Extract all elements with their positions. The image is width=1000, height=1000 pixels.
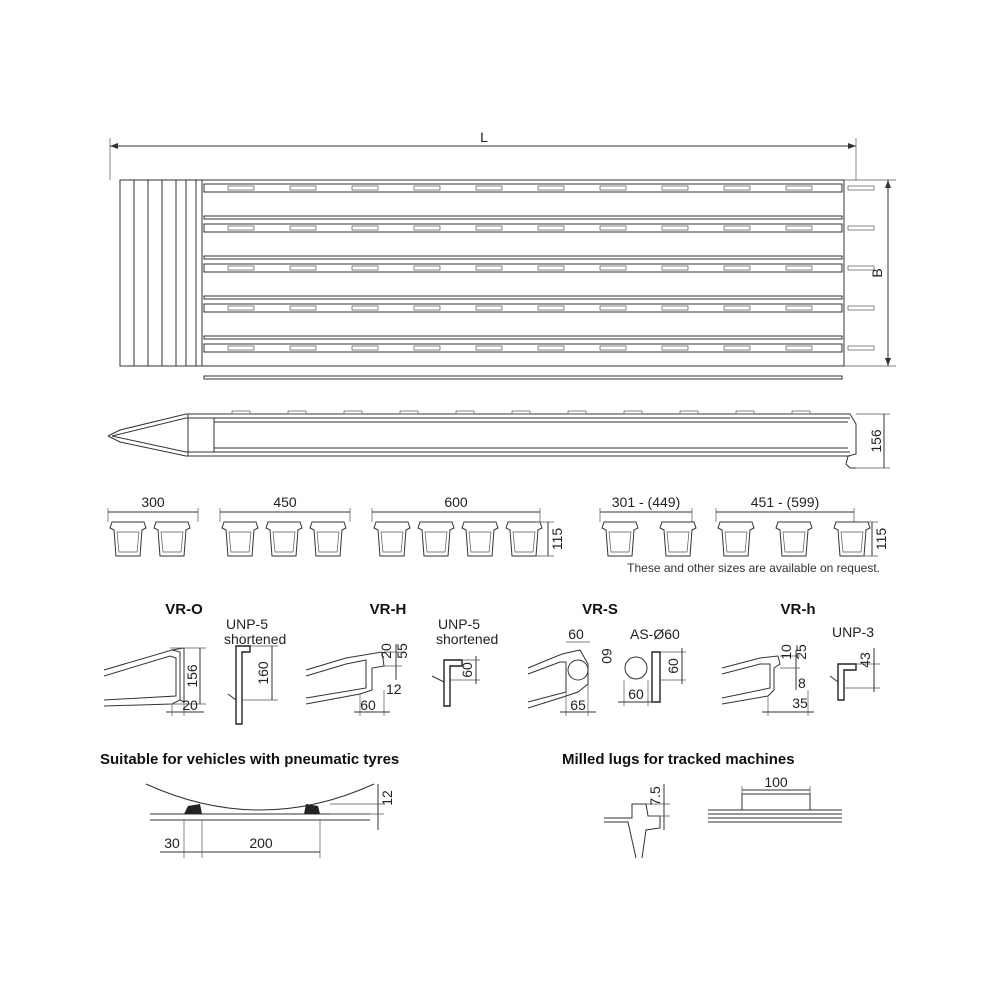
width-label: B — [869, 268, 885, 277]
pneumatic-tyres-detail: Suitable for vehicles with pneumatic tyr… — [100, 751, 399, 858]
cross-section: 450 — [219, 494, 351, 557]
ramp-rungs — [203, 183, 875, 380]
tyre-lug-left — [184, 804, 202, 814]
section-height-dimension: 115 — [860, 521, 889, 557]
profile-vr-h-dim-1: 20 — [378, 643, 394, 659]
side-lug — [623, 410, 643, 415]
pneumatic-title: Suitable for vehicles with pneumatic tyr… — [100, 751, 399, 768]
profile-vr-h-rail-label-2: shortened — [436, 631, 498, 647]
profile-vr-s-title: VR-S — [582, 601, 618, 618]
rung — [203, 343, 875, 380]
side-lug — [399, 410, 419, 415]
side-lug — [511, 410, 531, 415]
side-view: 156 — [107, 410, 890, 469]
profile-vr-s-dim-1: 60 — [568, 626, 584, 642]
profile-vr-h: VR-H UNP-5 shortened 20 55 12 60 60 — [305, 601, 498, 716]
side-lug — [455, 410, 475, 415]
length-label: L — [480, 129, 488, 145]
profile-vr-h-dim-rail: 60 — [459, 662, 475, 678]
rung — [203, 263, 875, 300]
profile-vr-h-small-dim-3: 8 — [798, 675, 806, 691]
profile-vr-s: VR-S AS-Ø60 60 60 65 60 60 — [527, 601, 686, 716]
pneumatic-dim-gap: 200 — [249, 835, 273, 851]
side-height-label: 156 — [868, 429, 884, 453]
side-lug — [287, 410, 307, 415]
profile-vr-s-dim-4: 60 — [628, 686, 644, 702]
tyre-curve — [145, 783, 375, 811]
cross-section: 600 — [371, 494, 543, 557]
lugs-dim-height: 7.5 — [647, 786, 663, 806]
profile-vr-s-dim-rail: 60 — [665, 658, 681, 674]
side-view-lugs — [231, 410, 811, 415]
lugs-dim-width: 100 — [764, 774, 788, 790]
width-cross-sections: 300 450 600 301 - (449) 451 - (599) 115 115 — [107, 494, 889, 557]
side-lug — [679, 410, 699, 415]
side-lug — [791, 410, 811, 415]
profile-vr-o-dim-rail: 160 — [255, 661, 271, 685]
rung — [203, 223, 875, 260]
side-lug — [231, 410, 251, 415]
section-height-label: 115 — [549, 528, 565, 551]
profile-vr-h-small-dim-1: 10 — [778, 644, 794, 660]
pneumatic-dim-height: 12 — [379, 790, 395, 806]
profile-vr-h-small-dim-rail: 43 — [857, 652, 873, 668]
section-height-label: 115 — [873, 528, 889, 551]
side-lug — [343, 410, 363, 415]
profile-vr-o-dim-height: 156 — [184, 664, 200, 688]
tyre-lug-right — [304, 804, 320, 814]
section-width-label: 450 — [273, 494, 297, 510]
sizes-note: These and other sizes are available on r… — [627, 561, 880, 575]
entry-plate — [133, 180, 203, 366]
profile-vr-o-dim-lip: 20 — [182, 697, 198, 713]
milled-lug — [741, 793, 811, 811]
profile-vr-h-small-rail-label: UNP-3 — [832, 624, 874, 640]
section-width-label: 300 — [141, 494, 165, 510]
rung — [203, 303, 875, 340]
section-height-dimension: 115 — [536, 521, 565, 557]
cross-section: 300 — [107, 494, 199, 557]
profile-vr-h-small-title: VR-h — [781, 601, 816, 618]
profile-vr-h-dim-2: 55 — [394, 643, 410, 659]
side-lug — [567, 410, 587, 415]
side-view-outline-top — [107, 413, 857, 469]
profile-vr-h-rail-label-1: UNP-5 — [438, 616, 480, 632]
lugs-title: Milled lugs for tracked machines — [562, 751, 795, 768]
pneumatic-dim-lug: 30 — [164, 835, 180, 851]
top-view: L B — [109, 129, 896, 380]
cross-section: 451 - (599) — [715, 494, 871, 557]
cross-section: 301 - (449) — [599, 494, 697, 557]
profile-vr-h-dim-3: 12 — [386, 681, 402, 697]
milled-lugs-detail: Milled lugs for tracked machines 7.5 100 — [562, 751, 842, 859]
profile-vr-s-rail-label: AS-Ø60 — [630, 626, 680, 642]
profile-vr-o: VR-O UNP-5 shortened 156 20 160 — [103, 601, 286, 725]
section-width-label: 301 - (449) — [612, 494, 680, 510]
section-width-label: 600 — [444, 494, 468, 510]
ramp-top-outline — [119, 179, 845, 367]
profile-vr-s-dim-3: 65 — [570, 697, 586, 713]
profile-vr-h-title: VR-H — [370, 601, 407, 618]
profile-vr-h-small-dim-4: 35 — [792, 695, 808, 711]
profile-vr-h-small-dim-2: 25 — [793, 644, 809, 660]
section-width-label: 451 - (599) — [751, 494, 819, 510]
rung — [203, 183, 875, 220]
profile-vr-o-title: VR-O — [165, 601, 203, 618]
profile-vr-s-dim-2: 60 — [599, 648, 615, 664]
profile-vr-h-small: VR-h UNP-3 10 25 8 35 43 — [721, 601, 880, 716]
profile-vr-o-rail-label-2: shortened — [224, 631, 286, 647]
profile-vr-h-dim-4: 60 — [360, 697, 376, 713]
side-lug — [735, 410, 755, 415]
profile-vr-o-rail-label-1: UNP-5 — [226, 616, 268, 632]
